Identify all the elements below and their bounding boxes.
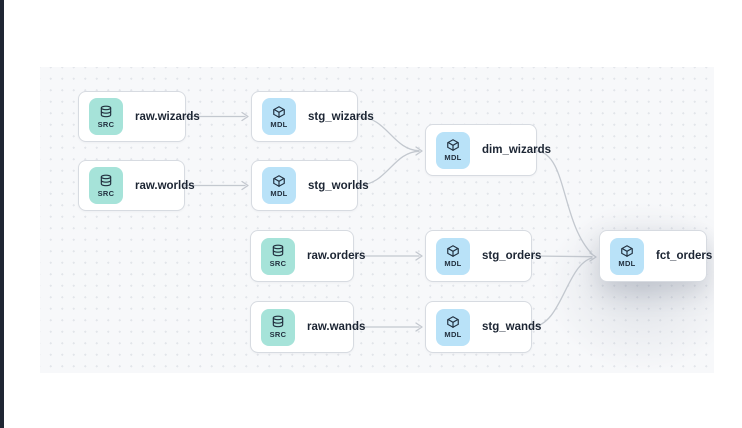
- mdl-badge: MDL: [436, 237, 470, 275]
- node-dim-wizards[interactable]: MDL dim_wizards: [425, 124, 551, 176]
- src-badge: SRC: [261, 308, 295, 346]
- cube-icon: [446, 244, 460, 258]
- arrowhead: [415, 146, 423, 156]
- badge-label: MDL: [270, 119, 288, 129]
- badge-label: SRC: [269, 330, 287, 339]
- node-label: stg_wizards: [308, 110, 374, 123]
- badge-label: SRC: [97, 119, 115, 129]
- badge-label: MDL: [444, 330, 462, 339]
- badge-label: MDL: [444, 153, 462, 162]
- mdl-badge: MDL: [262, 167, 296, 204]
- src-badge: SRC: [89, 167, 123, 204]
- arrowhead: [589, 252, 597, 262]
- arrowhead: [415, 322, 423, 332]
- mdl-badge: MDL: [436, 308, 470, 346]
- node-label: raw.wizards: [135, 110, 200, 123]
- edge-stg-wizards-dim-wizards: [357, 115, 420, 152]
- node-label: stg_wands: [482, 321, 542, 333]
- database-icon: [99, 174, 113, 188]
- edge-layer: [184, 111, 597, 332]
- node-label: raw.worlds: [135, 179, 195, 192]
- badge-label: MDL: [270, 188, 288, 198]
- cube-icon: [272, 105, 286, 119]
- node-label: fct_orders: [656, 250, 713, 262]
- node-label: stg_orders: [482, 250, 542, 262]
- node-raw-worlds[interactable]: SRC raw.worlds: [78, 160, 195, 211]
- edge-stg-orders-fct-orders: [531, 255, 593, 258]
- mdl-badge: MDL: [436, 131, 470, 169]
- badge-label: SRC: [269, 259, 287, 268]
- node-raw-orders[interactable]: SRC raw.orders: [250, 230, 365, 282]
- node-raw-wands[interactable]: SRC raw.wands: [250, 301, 365, 353]
- node-label: stg_worlds: [308, 179, 369, 192]
- database-icon: [271, 244, 285, 258]
- arrowhead: [241, 180, 249, 191]
- mdl-badge: MDL: [610, 237, 644, 275]
- node-stg-orders[interactable]: MDL stg_orders: [425, 230, 541, 282]
- arrowhead: [241, 111, 249, 122]
- edge-dim-wizards-fct-orders: [536, 150, 593, 255]
- cube-icon: [446, 315, 460, 329]
- arrowhead: [415, 251, 423, 261]
- node-stg-wizards[interactable]: MDL stg_wizards: [251, 91, 374, 142]
- src-badge: SRC: [261, 237, 295, 275]
- node-label: dim_wizards: [482, 144, 552, 156]
- window-edge: [0, 0, 4, 428]
- cube-icon: [446, 138, 460, 152]
- lineage-canvas[interactable]: SRC raw.wizards MDL stg_wizards SRC raw.…: [40, 67, 714, 373]
- cube-icon: [620, 244, 634, 258]
- node-stg-wands[interactable]: MDL stg_wands: [425, 301, 541, 353]
- edge-stg-worlds-dim-wizards: [357, 150, 420, 187]
- node-label: raw.orders: [307, 250, 366, 262]
- cube-icon: [272, 174, 286, 188]
- node-stg-worlds[interactable]: MDL stg_worlds: [251, 160, 369, 211]
- mdl-badge: MDL: [262, 98, 296, 135]
- node-fct-orders[interactable]: MDL fct_orders: [599, 230, 712, 282]
- badge-label: MDL: [444, 259, 462, 268]
- badge-label: MDL: [618, 259, 636, 268]
- database-icon: [99, 105, 113, 119]
- node-label: raw.wands: [307, 321, 366, 333]
- edge-stg-wands-fct-orders: [531, 257, 593, 328]
- src-badge: SRC: [89, 98, 123, 135]
- node-raw-wizards[interactable]: SRC raw.wizards: [78, 91, 200, 142]
- badge-label: SRC: [97, 188, 115, 198]
- database-icon: [271, 315, 285, 329]
